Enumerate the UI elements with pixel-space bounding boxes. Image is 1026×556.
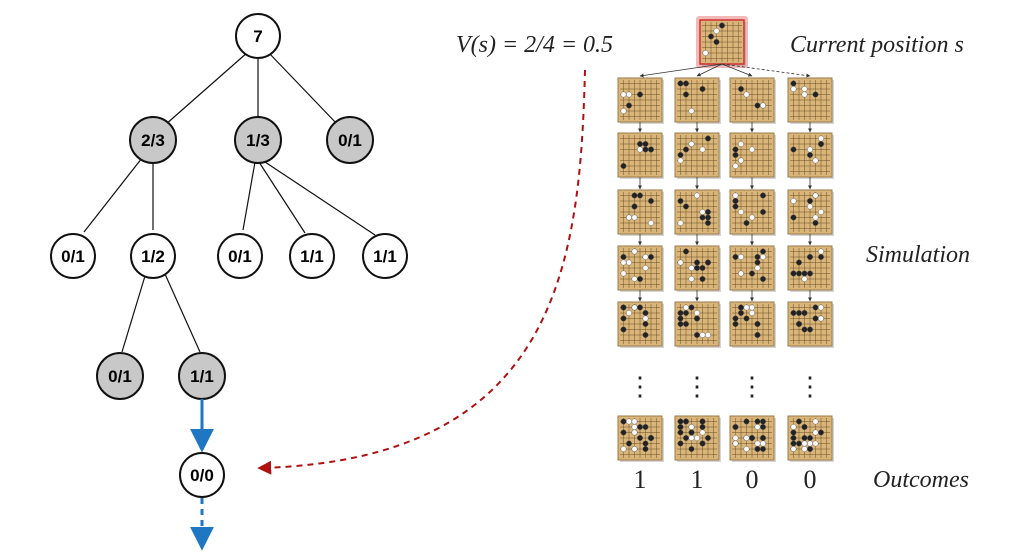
go-board [674, 415, 721, 462]
backup-arrow [257, 69, 586, 475]
edge-root-a [164, 51, 249, 126]
outcome-value: 1 [634, 465, 647, 494]
go-board [787, 77, 834, 124]
node-value: 1/3 [246, 131, 270, 150]
go-board [674, 189, 721, 236]
tree-node: 0/1 [217, 233, 263, 279]
branch-arrow [696, 63, 723, 77]
go-board [674, 132, 721, 179]
tree-node: 2/3 [129, 116, 177, 164]
go-board [787, 301, 834, 348]
ellipsis: ⋮ [684, 371, 710, 401]
current-position-board [696, 16, 748, 68]
tree-node: 0/1 [50, 233, 96, 279]
tree-edges [83, 51, 376, 353]
ellipsis: ⋮ [739, 371, 765, 401]
go-board [617, 132, 664, 179]
go-board [729, 77, 776, 124]
go-board [787, 189, 834, 236]
go-board [729, 301, 776, 348]
go-board [617, 77, 664, 124]
current-position-label: Current position s [790, 32, 964, 58]
node-value: 0/1 [228, 247, 252, 266]
outcomes-row: 1 1 0 0 [634, 465, 817, 494]
node-value: 0/1 [61, 247, 85, 266]
go-board [617, 189, 664, 236]
go-board [674, 301, 721, 348]
go-board [787, 245, 834, 292]
edge-e-j [164, 273, 201, 353]
go-board [674, 77, 721, 124]
search-tree: 7 2/3 1/3 0/1 0/1 1/2 0/1 1/1 [50, 13, 408, 551]
node-value: 0/1 [108, 367, 132, 386]
outcome-value: 0 [804, 465, 817, 494]
tree-node: 0/1 [326, 116, 374, 164]
node-value: 0/0 [190, 466, 214, 485]
edge-a-d [83, 157, 143, 233]
node-value: 1/2 [141, 247, 165, 266]
edge-root-c [267, 51, 339, 126]
simulation-boards [617, 16, 834, 462]
outcome-value: 0 [746, 465, 759, 494]
branch-arrow [721, 63, 753, 77]
go-board [617, 301, 664, 348]
tree-node: 0/1 [96, 352, 144, 400]
node-value: 2/3 [141, 131, 165, 150]
go-board [674, 245, 721, 292]
node-value: 1/1 [300, 247, 324, 266]
simulation-label: Simulation [866, 242, 970, 268]
edge-b-g [258, 161, 306, 234]
tree-node: 1/2 [130, 233, 176, 279]
value-formula: V(s) = 2/4 = 0.5 [456, 32, 613, 58]
go-board [729, 245, 776, 292]
edge-b-h [261, 159, 376, 236]
tree-node-root: 7 [235, 13, 281, 59]
go-board [787, 415, 834, 462]
ellipsis: ⋮ [627, 371, 653, 401]
node-value: 1/1 [190, 367, 214, 386]
ellipsis-row: ⋮ ⋮ ⋮ ⋮ [627, 371, 823, 401]
go-board [729, 132, 776, 179]
node-value: 7 [253, 27, 262, 46]
go-board [729, 415, 776, 462]
node-value: 1/1 [373, 247, 397, 266]
edge-b-f [242, 161, 256, 231]
go-board [787, 132, 834, 179]
outcome-value: 1 [691, 465, 704, 494]
branch-arrow [639, 63, 723, 78]
tree-node: 1/3 [234, 116, 282, 164]
go-board [729, 189, 776, 236]
outcomes-label: Outcomes [873, 467, 969, 493]
tree-node: 1/1 [362, 233, 408, 279]
tree-node-new: 0/0 [179, 452, 225, 498]
tree-node: 1/1 [289, 233, 335, 279]
go-board [617, 415, 664, 462]
edge-e-i [121, 275, 146, 353]
tree-node: 1/1 [178, 352, 226, 400]
go-board [617, 245, 664, 292]
ellipsis: ⋮ [797, 371, 823, 401]
node-value: 0/1 [338, 131, 362, 150]
